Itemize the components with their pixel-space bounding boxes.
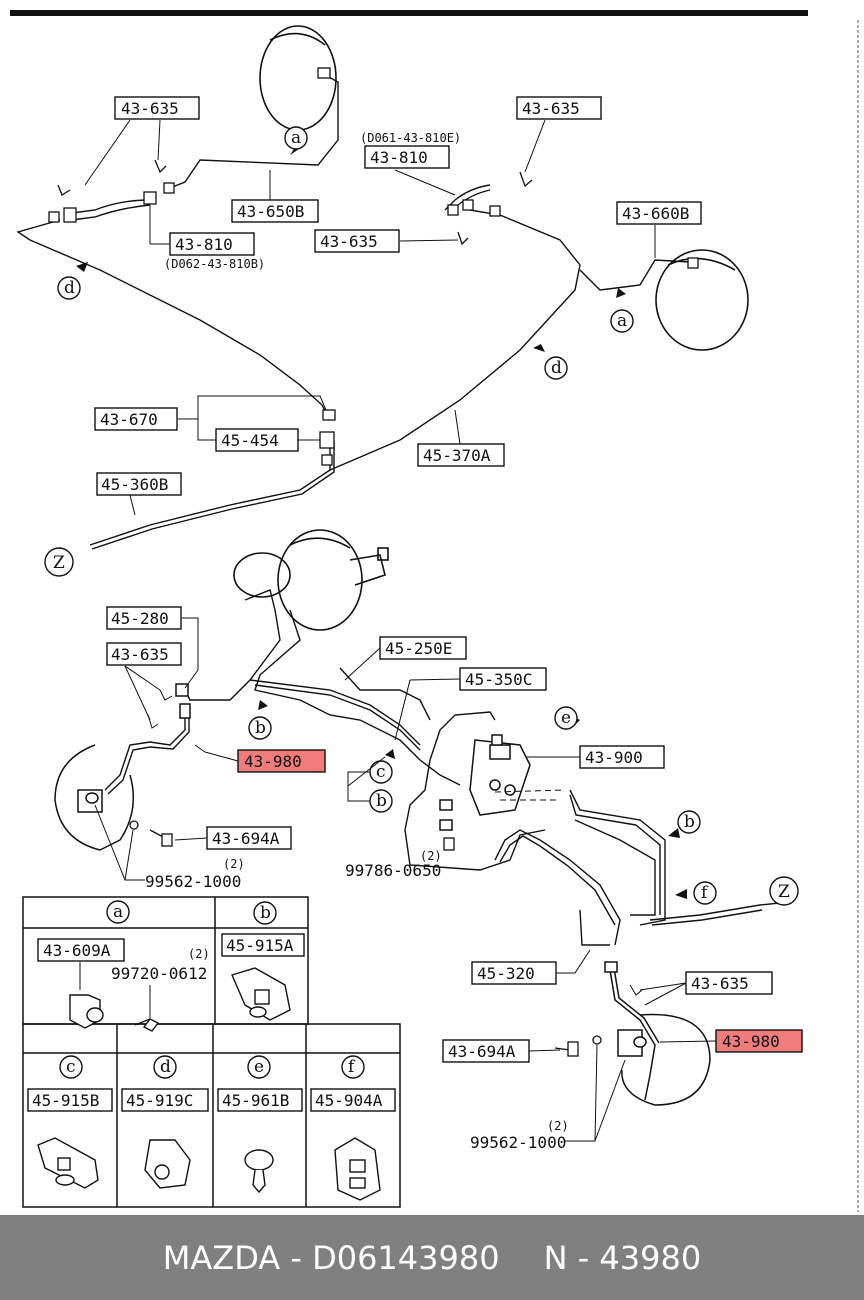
- legend-e-header: e: [254, 1057, 264, 1077]
- pin-45-961B-icon: [244, 1149, 274, 1194]
- part-43-900: 43-900: [585, 748, 643, 767]
- callout-d-right: d: [551, 358, 562, 378]
- part-43-694A-right: 43-694A: [448, 1042, 516, 1061]
- part-43-810-e: 43-810: [370, 148, 428, 167]
- callout-b-mid: b: [376, 791, 387, 811]
- part-45-360B: 45-360B: [101, 475, 168, 494]
- part-43-670: 43-670: [100, 410, 158, 429]
- pipe-fittings: [48, 67, 699, 466]
- part-99786-0650-qty: (2): [420, 849, 442, 863]
- clip-45-915B-icon: [37, 1137, 99, 1189]
- callout-c: c: [376, 762, 386, 782]
- clip-45-904A-icon: [334, 1137, 381, 1201]
- front-left-disc: [54, 683, 191, 851]
- part-45-250E: 45-250E: [385, 639, 452, 658]
- part-43-635-b: 43-635: [522, 99, 580, 118]
- clip-45-915A-icon: [231, 967, 291, 1021]
- part-43-810-note-b: (D062-43-810B): [164, 257, 265, 271]
- legend-e-part: 45-961B: [222, 1091, 289, 1110]
- callout-b-right: b: [684, 812, 695, 832]
- callout-z-right: Z: [778, 882, 790, 902]
- brake-booster: [233, 529, 389, 631]
- bolts-washers: [129, 820, 602, 1057]
- part-labels: 43-635 43-650B (D061-43-810E) 43-810 43-…: [84, 96, 803, 1152]
- callout-z-left: Z: [53, 553, 65, 573]
- part-43-810-b: 43-810: [175, 235, 233, 254]
- front-right-disc: [604, 961, 711, 1106]
- part-45-350C: 45-350C: [465, 670, 532, 689]
- highlight-43-980-right: [716, 1030, 802, 1052]
- clip-45-919C-icon: [144, 1139, 191, 1189]
- legend-a-header: a: [113, 902, 123, 922]
- brake-line-diagram: 43-635 43-650B (D061-43-810E) 43-810 43-…: [10, 10, 859, 1212]
- part-43-980-left: 43-980: [244, 752, 302, 771]
- part-43-694A-left: 43-694A: [212, 829, 280, 848]
- legend-grid: [22, 896, 401, 1208]
- callout-f: f: [701, 883, 709, 903]
- footer-bar: MAZDA - D06143980 N - 43980: [0, 1215, 864, 1300]
- callout-b-left: b: [255, 718, 266, 738]
- legend-content: a b 43-609A (2) 99720-0612 45-915A c d e…: [27, 900, 396, 1201]
- footer-brand-part: MAZDA - D06143980: [162, 1238, 500, 1277]
- part-43-660B: 43-660B: [622, 204, 689, 223]
- part-99562-1000-left: 99562-1000: [145, 872, 241, 891]
- legend-f-part: 45-904A: [315, 1091, 383, 1110]
- callout-a-right: a: [617, 311, 627, 331]
- highlight-43-980-left: [238, 750, 325, 772]
- part-43-635-d: 43-635: [111, 645, 169, 664]
- legend-a-bolt: 99720-0612: [111, 964, 207, 983]
- legend-b-part: 45-915A: [226, 936, 294, 955]
- proportioning-valve: [439, 734, 531, 831]
- front-brake-pipes: [104, 589, 791, 946]
- footer-ref: N - 43980: [543, 1238, 702, 1277]
- part-43-650B: 43-650B: [237, 202, 304, 221]
- legend-c-part: 45-915B: [32, 1091, 99, 1110]
- legend-d-part: 45-919C: [126, 1091, 193, 1110]
- legend-a-part: 43-609A: [43, 941, 111, 960]
- part-99562-1000-right: 99562-1000: [470, 1133, 566, 1152]
- callout-d-left: d: [64, 278, 75, 298]
- part-43-635-e: 43-635: [691, 974, 749, 993]
- legend-f-header: f: [348, 1057, 356, 1077]
- callout-a-top: a: [291, 128, 301, 148]
- part-43-635-c: 43-635: [320, 232, 378, 251]
- part-43-635-a: 43-635: [121, 99, 179, 118]
- rear-right-drum: [655, 249, 749, 351]
- part-45-280: 45-280: [111, 609, 169, 628]
- legend-a-bolt-qty: (2): [188, 947, 210, 961]
- bracket-43-609A-icon: [69, 994, 160, 1032]
- pipe-clips: [57, 159, 533, 246]
- callout-circles: a d a d Z b e c b b f Z: [44, 126, 799, 906]
- callout-e: e: [561, 708, 571, 728]
- legend-c-header: c: [66, 1057, 76, 1077]
- legend-b-header: b: [260, 903, 271, 923]
- legend-d-header: d: [160, 1057, 171, 1077]
- part-45-320: 45-320: [477, 964, 535, 983]
- part-43-980-right: 43-980: [722, 1032, 780, 1051]
- part-43-694A-left-qty: (2): [223, 857, 245, 871]
- part-45-454: 45-454: [221, 431, 279, 450]
- part-99562-1000-right-qty: (2): [547, 1119, 569, 1133]
- part-45-370A: 45-370A: [423, 446, 491, 465]
- part-43-810-note-e: (D061-43-810E): [360, 131, 461, 145]
- part-99786-0650: 99786-0650: [345, 861, 441, 880]
